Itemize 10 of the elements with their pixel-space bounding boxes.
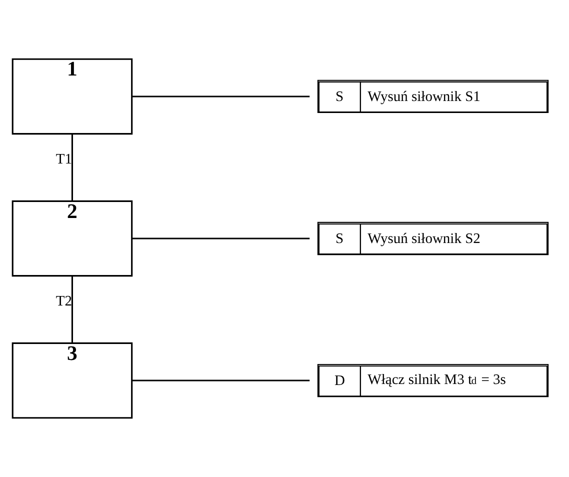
connector — [132, 96, 310, 98]
connector — [71, 276, 73, 344]
edge-label: T2 — [56, 294, 72, 310]
connector — [132, 380, 310, 382]
node-box: 3 — [12, 342, 133, 419]
node-box: 2 — [12, 200, 133, 277]
edge-label: T1 — [56, 152, 72, 168]
node-box: 1 — [12, 58, 133, 135]
connector — [71, 134, 73, 202]
connector — [132, 238, 310, 240]
